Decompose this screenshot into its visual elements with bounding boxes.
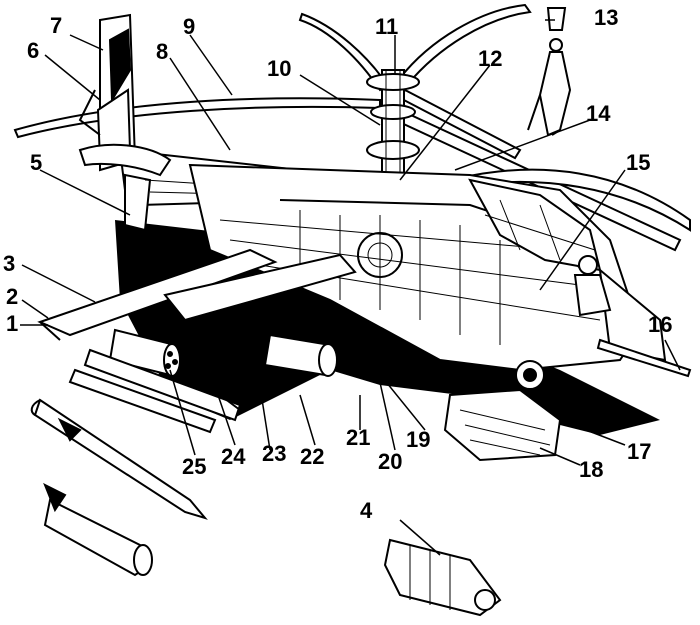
guided-missile bbox=[30, 398, 208, 520]
nose-cannon bbox=[515, 338, 692, 390]
callout-17: 17 bbox=[627, 439, 652, 464]
callout-22: 22 bbox=[300, 444, 325, 469]
callout-2: 2 bbox=[6, 284, 19, 309]
callout-18: 18 bbox=[579, 457, 604, 482]
callout-19: 19 bbox=[406, 427, 431, 452]
tail-fin bbox=[78, 13, 137, 172]
callout-21: 21 bbox=[346, 425, 371, 450]
callout-1: 1 bbox=[6, 311, 19, 336]
callout-3: 3 bbox=[3, 251, 16, 276]
callout-5: 5 bbox=[30, 150, 43, 175]
callout-20: 20 bbox=[378, 449, 403, 474]
missile-rack bbox=[68, 348, 242, 434]
callout-12: 12 bbox=[478, 46, 503, 71]
callout-6: 6 bbox=[27, 38, 40, 63]
callout-16: 16 bbox=[648, 312, 673, 337]
callout-7: 7 bbox=[50, 13, 63, 38]
callout-4: 4 bbox=[360, 498, 373, 523]
rotor-mast bbox=[366, 69, 420, 186]
callout-10: 10 bbox=[267, 56, 292, 81]
callout-15: 15 bbox=[626, 150, 651, 175]
detached-engine bbox=[383, 538, 502, 617]
callout-9: 9 bbox=[183, 14, 196, 39]
wing-rocket-pod bbox=[263, 333, 338, 377]
callout-24: 24 bbox=[221, 444, 246, 469]
callout-23: 23 bbox=[262, 441, 287, 466]
callout-8: 8 bbox=[156, 39, 169, 64]
bomb bbox=[43, 482, 153, 577]
cockpit bbox=[468, 178, 667, 362]
callout-14: 14 bbox=[586, 101, 611, 126]
leader-lines bbox=[20, 19, 681, 556]
pilot-figure bbox=[573, 255, 612, 317]
callout-25: 25 bbox=[182, 454, 207, 479]
callout-11: 11 bbox=[375, 14, 399, 39]
ejecting-pilot bbox=[527, 7, 572, 137]
stub-wing bbox=[37, 248, 357, 341]
callout-13: 13 bbox=[594, 5, 619, 30]
